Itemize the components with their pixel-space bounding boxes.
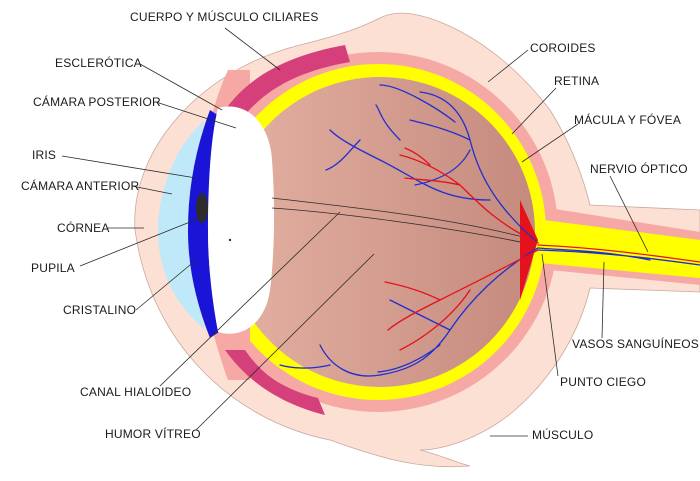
optic-nerve	[528, 218, 700, 278]
vessel-blue	[537, 247, 700, 266]
crystalline-lens	[208, 106, 275, 334]
iris	[188, 110, 222, 338]
label-hyaloid-canal: CANAL HIALOIDEO	[80, 385, 191, 399]
leader-line	[511, 87, 557, 135]
leader-line	[131, 185, 173, 195]
vessel-blue	[379, 84, 539, 244]
leader-line	[135, 259, 197, 311]
vessel-red	[537, 244, 700, 263]
label-lens: CRISTALINO	[63, 303, 136, 317]
vessel-red	[384, 249, 539, 351]
label-macula-fovea: MÁCULA Y FÓVEA	[574, 112, 681, 127]
leader-line	[601, 261, 605, 339]
ciliary-muscle-top	[225, 45, 350, 115]
label-sclera: ESCLERÓTICA	[55, 55, 142, 70]
label-posterior-chamber: CÁMARA POSTERIOR	[33, 94, 161, 109]
leader-lines	[61, 27, 649, 437]
vessel-blue	[279, 247, 539, 377]
leader-line	[61, 155, 197, 179]
label-pupil: PUPILA	[31, 261, 75, 275]
leader-line	[609, 175, 649, 253]
hyaloid-canal	[271, 197, 536, 241]
vitreous-body	[225, 77, 535, 387]
label-muscle: MÚSCULO	[532, 427, 593, 442]
blood-vessels	[279, 84, 700, 377]
label-blood-vessels: VASOS SANGUÍNEOS	[572, 336, 699, 351]
leader-line	[224, 27, 281, 71]
ciliary-muscle-bottom	[225, 350, 325, 415]
hyaloid-canal-lower	[271, 207, 536, 246]
label-iris: IRIS	[32, 148, 56, 162]
label-vitreous-humor: HUMOR VÍTREO	[105, 426, 201, 441]
red-vessels	[384, 147, 700, 351]
vessel-red	[399, 147, 539, 244]
label-choroid: COROIDES	[530, 41, 596, 55]
blind-spot	[520, 200, 538, 300]
leader-line	[521, 123, 579, 163]
leader-line	[159, 211, 341, 387]
label-optic-nerve: NERVIO ÓPTICO	[590, 161, 688, 176]
lens-marker	[228, 238, 232, 242]
label-anterior-chamber: CÁMARA ANTERIOR	[21, 178, 139, 193]
label-ciliary: CUERPO Y MÚSCULO CILIARES	[130, 9, 319, 24]
label-cornea: CÓRNEA	[57, 220, 110, 235]
leader-line	[541, 253, 559, 377]
label-retina: RETINA	[554, 74, 599, 88]
leader-line	[195, 253, 375, 431]
leader-line	[139, 63, 223, 111]
label-blind-spot: PUNTO CIEGO	[560, 375, 646, 389]
labels: CUERPO Y MÚSCULO CILIARES ESCLERÓTICA CÁ…	[21, 9, 699, 442]
leader-line	[487, 49, 529, 83]
leader-line	[79, 217, 201, 267]
pupil	[196, 193, 208, 223]
vessel-blue	[325, 104, 491, 201]
leader-line	[155, 101, 237, 129]
